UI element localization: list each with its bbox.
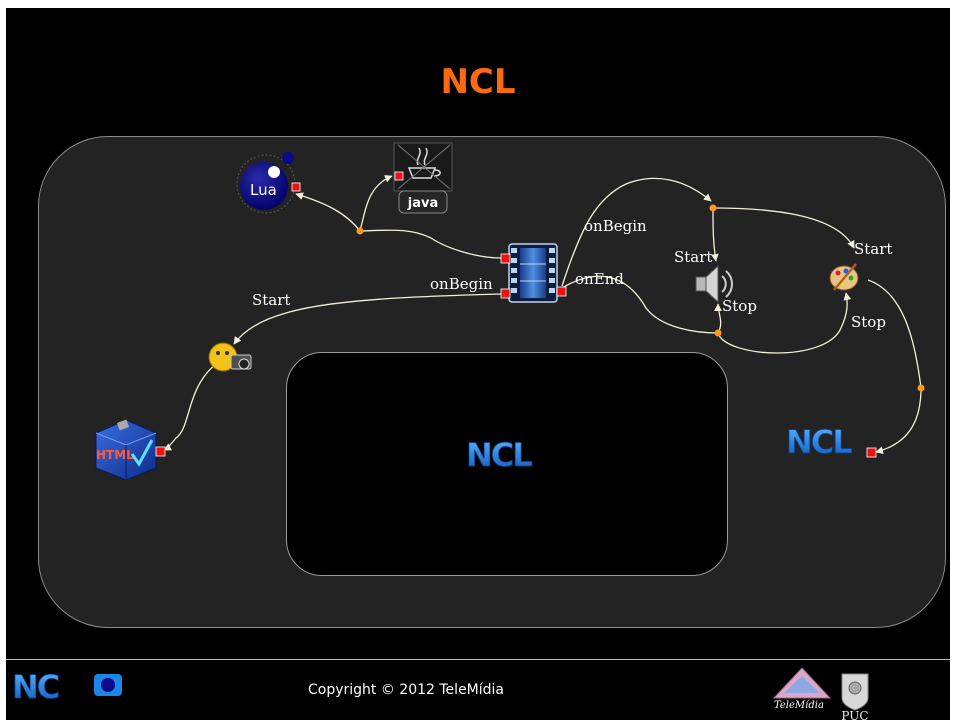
java-port <box>394 171 404 181</box>
label-onbegin-left: onBegin <box>430 275 493 293</box>
html-label: HTML <box>96 448 134 462</box>
footer-divider <box>6 659 950 660</box>
java-node: java <box>393 142 453 214</box>
html-port <box>155 446 166 457</box>
paint-node <box>829 263 859 291</box>
slide-title: NCL <box>440 62 516 102</box>
lua-small-icon <box>101 678 115 692</box>
link-edges <box>163 175 922 455</box>
edge-hub3-to-paint <box>717 292 852 354</box>
label-onbegin-top: onBegin <box>584 217 647 235</box>
ncl-right-port <box>866 447 877 458</box>
telemidia-logo: TeleMídia <box>772 667 832 711</box>
link-hub-dot <box>709 204 717 212</box>
label-onend: onEnd <box>575 270 624 288</box>
java-cup-icon <box>397 144 451 190</box>
edge-film-onbegin-top <box>561 177 712 287</box>
link-hubs <box>356 204 925 392</box>
footer-ncl-logo: NC <box>12 668 122 706</box>
speaker-icon <box>705 264 719 304</box>
film-port-top-left <box>500 253 511 264</box>
ncl-right-node: NCL <box>786 423 877 461</box>
edge-film-to-hub-top <box>359 229 502 259</box>
link-hub-dot <box>917 384 925 392</box>
label-stop-audio: Stop <box>722 297 757 315</box>
label-start-audio: Start <box>674 248 712 266</box>
edge-film-onend <box>561 275 719 334</box>
film-port-right <box>556 286 567 297</box>
audio-node <box>695 264 733 304</box>
ncl-diagram: Start onBegin onBegin onEnd Start Stop S… <box>12 142 925 720</box>
java-label: java <box>407 196 438 211</box>
slide: NCL <box>6 8 950 720</box>
link-hub-dot <box>714 329 722 337</box>
puc-label: PUC <box>841 709 868 720</box>
html-node: HTML <box>95 419 166 481</box>
edge-hub4-to-ncl <box>875 387 922 455</box>
telemidia-label: TeleMídia <box>774 700 824 711</box>
edge-hub2-to-audio <box>710 207 719 262</box>
edge-camera-to-html <box>163 363 217 451</box>
checkmark-icon <box>130 439 154 467</box>
ncl-logo-center: NCL <box>466 436 532 474</box>
lua-port <box>291 182 301 192</box>
edge-hub3-to-audio <box>714 303 722 334</box>
puc-logo: PUC <box>841 673 869 720</box>
edge-hub-to-java <box>359 175 393 232</box>
label-stop-paint: Stop <box>851 313 886 331</box>
label-start-left: Start <box>252 291 290 309</box>
film-node <box>500 243 567 303</box>
edge-paint-to-hub4 <box>867 279 922 389</box>
label-start-paint: Start <box>854 240 892 258</box>
link-hub-dot <box>356 227 364 235</box>
edge-hub-to-lua <box>295 192 361 232</box>
edge-hub2-to-paint <box>712 207 855 249</box>
ncl-logo-right: NCL <box>786 423 852 461</box>
film-port-bottom-left <box>500 288 511 299</box>
svg-text:NC: NC <box>12 668 59 706</box>
lua-label: Lua <box>250 181 277 199</box>
camera-node <box>208 342 252 372</box>
copyright-text: Copyright © 2012 TeleMídia <box>308 682 504 698</box>
lua-node: Lua <box>236 152 301 214</box>
edge-film-to-camera <box>233 293 502 345</box>
inner-context <box>286 352 728 576</box>
